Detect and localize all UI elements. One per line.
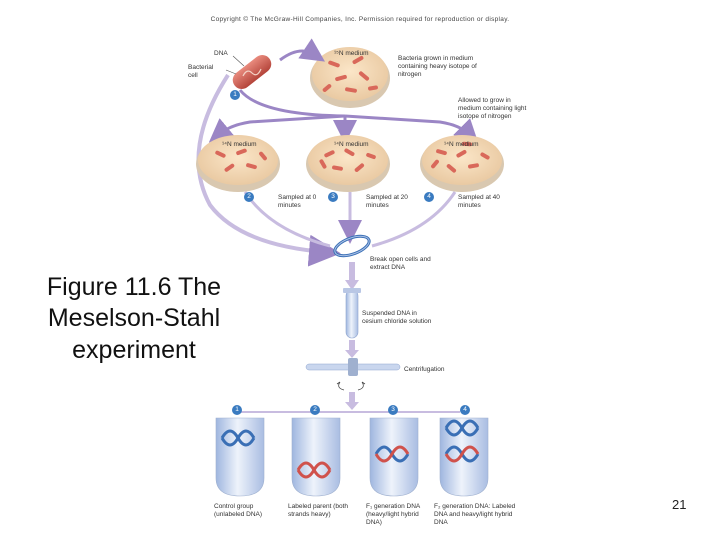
step-badge-1-bottom: 1: [232, 405, 242, 415]
step-badge-4-bottom: 4: [460, 405, 470, 415]
petri-dish-0min: [196, 135, 280, 192]
n15-medium-label: ¹⁵N medium: [334, 50, 369, 57]
centrifuge-tube: [343, 288, 361, 339]
sample-20-label: Sampled at 20 minutes: [366, 194, 408, 210]
petri-dish-heavy: [310, 47, 390, 108]
centrifugation-label: Centrifugation: [404, 366, 445, 373]
page-number: 21: [672, 497, 687, 512]
arrow-to-dish-1: [208, 114, 346, 143]
bacterial-cell: [232, 54, 272, 90]
petri-dish-40min: [420, 135, 504, 192]
petri-dish-20min: [306, 135, 390, 192]
dna-pointer: [232, 55, 245, 67]
n14-medium-label-3: ¹⁴N medium: [444, 141, 479, 148]
n14-medium-label-1: ¹⁴N medium: [222, 141, 257, 148]
bacterial-cell-label: Bacterial cell: [188, 64, 214, 80]
tube-parent-label: Labeled parent (both strands heavy): [288, 503, 348, 519]
break-cells-label: Break open cells and extract DNA: [370, 256, 431, 272]
arrow-to-heavy-dish: [279, 38, 325, 62]
result-tube-1: [215, 417, 265, 497]
slide-title: Figure 11.6 The Meselson-Stahl experimen…: [46, 273, 222, 364]
heavy-growth-label: Bacteria grown in medium containing heav…: [398, 55, 477, 79]
result-tube-4: [439, 417, 489, 497]
arrow-to-dish-3: [344, 114, 479, 144]
arrow-left-return: [196, 73, 341, 267]
tube-f1-label: F₁ generation DNA (heavy/light hybrid DN…: [366, 503, 420, 527]
centrifuge-rotor: [305, 358, 401, 391]
dna-label: DNA: [214, 50, 228, 57]
dna-loop: [333, 234, 371, 258]
arrow-dish3-to-dna: [371, 191, 457, 248]
copyright-notice: Copyright © The McGraw-Hill Companies, I…: [210, 16, 510, 23]
step-badge-1-top: 1: [230, 90, 240, 100]
light-growth-label: Allowed to grow in medium containing lig…: [458, 97, 527, 121]
result-tube-2: [291, 417, 341, 497]
step-badge-4-top: 4: [424, 192, 434, 202]
n14-medium-label-2: ¹⁴N medium: [334, 141, 369, 148]
cell-pointer: [225, 69, 237, 75]
step-badge-3-top: 3: [328, 192, 338, 202]
sample-40-label: Sampled at 40 minutes: [458, 194, 500, 210]
tube-control-label: Control group (unlabeled DNA): [214, 503, 263, 519]
arrow-curve-down: [238, 89, 346, 118]
tube-f2-label: F₂ generation DNA: Labeled DNA and heavy…: [434, 503, 516, 527]
step-badge-2-top: 2: [244, 192, 254, 202]
step-badge-2-bottom: 2: [310, 405, 320, 415]
step-badge-3-bottom: 3: [388, 405, 398, 415]
result-tube-3: [369, 417, 419, 497]
suspended-dna-label: Suspended DNA in cesium chloride solutio…: [362, 310, 432, 326]
sample-0-label: Sampled at 0 minutes: [278, 194, 317, 210]
